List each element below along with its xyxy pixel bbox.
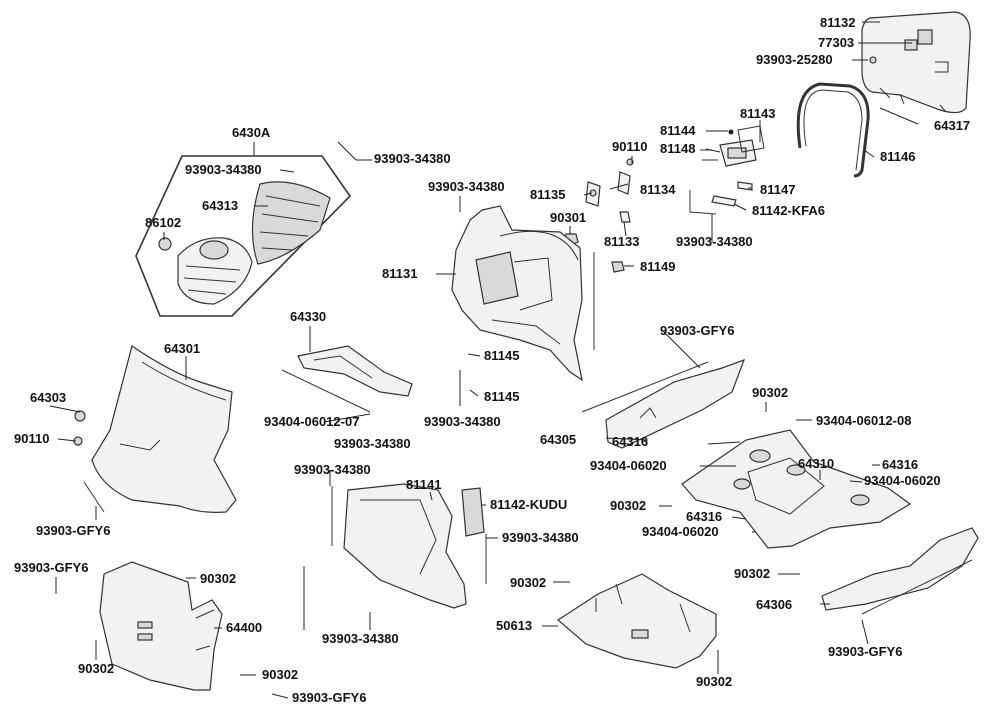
label-93903-34380-d: 93903-34380 [676,234,753,249]
label-93903-34380-i: 93903-34380 [322,631,399,646]
label-81134: 81134 [640,182,676,197]
label-93903-25280: 93903-25280 [756,52,833,67]
label-90302-h: 90302 [696,674,732,689]
label-64303: 64303 [30,390,66,405]
label-81143: 81143 [740,106,775,121]
label-93903-34380-e: 93903-34380 [424,414,501,429]
label-90302-e: 90302 [734,566,770,581]
label-90302-b: 90302 [610,498,646,513]
label-90301: 90301 [550,210,586,225]
label-90302-g: 90302 [262,667,298,682]
part-81148-latch-assembly [689,125,765,215]
label-93903-GFY6-d: 93903-GFY6 [828,644,902,659]
label-93903-GFY6-e: 93903-GFY6 [292,690,366,705]
label-81141: 81141 [406,477,441,492]
label-93404-06012-07: 93404-06012-07 [264,414,359,429]
label-50613: 50613 [496,618,532,633]
part-small-hardware-81133-81135 [563,158,634,273]
label-81144: 81144 [660,123,696,138]
label-64317: 64317 [934,118,970,133]
label-93404-06012-08: 93404-06012-08 [816,413,911,428]
label-81149: 81149 [640,259,675,274]
label-81132: 81132 [820,15,855,30]
label-81146: 81146 [880,149,915,164]
part-64306-side-rail [821,527,979,615]
part-64330-bracket [281,345,413,413]
label-81133: 81133 [604,234,639,249]
label-77303: 77303 [818,35,854,50]
part-81132-rear-panel [861,11,971,114]
label-90110-left: 90110 [14,431,49,446]
label-93903-GFY6-a: 93903-GFY6 [660,323,734,338]
label-64310: 64310 [798,456,834,471]
part-64301-front-cover [73,345,237,513]
label-90302-a: 90302 [752,385,788,400]
label-64316-c: 64316 [686,509,722,524]
label-81142-KUDU: 81142-KUDU [490,497,567,512]
part-64400-lower-cover [99,561,223,691]
label-64316-a: 64316 [612,434,648,449]
label-93903-GFY6-b: 93903-GFY6 [36,523,110,538]
label-6430A: 6430A [232,125,271,140]
label-93903-34380-h: 93903-34380 [502,530,579,545]
label-81147: 81147 [760,182,795,197]
label-64316-b: 64316 [882,457,918,472]
label-64313: 64313 [202,198,238,213]
part-labels: 81132 77303 93903-25280 81143 81144 6431… [14,15,970,705]
label-81142-KFA6: 81142-KFA6 [752,203,825,218]
part-50613-under-cover [557,573,717,669]
label-81135: 81135 [530,187,565,202]
label-93404-06020-b: 93404-06020 [864,473,941,488]
label-81148: 81148 [660,141,695,156]
label-93404-06020-c: 93404-06020 [642,524,719,539]
label-81131: 81131 [382,266,417,281]
label-93404-06020-a: 93404-06020 [590,458,667,473]
part-81141-inner-panel [331,483,487,609]
part-6430A-front-grille-box [135,155,352,317]
leader-lines [49,21,919,699]
part-64310-floor-pan [681,429,912,549]
part-81131-inner-body [451,205,595,382]
label-90302-c: 90302 [200,571,236,586]
label-93903-GFY6-c: 93903-GFY6 [14,560,88,575]
label-90110-top: 90110 [612,139,647,154]
label-93903-34380-c: 93903-34380 [428,179,505,194]
label-93903-34380-f: 93903-34380 [334,436,411,451]
label-64330: 64330 [290,309,326,324]
label-64306: 64306 [756,597,792,612]
part-64305-side-rail [581,358,746,449]
label-64305: 64305 [540,432,576,447]
label-86102: 86102 [145,215,181,230]
label-90302-d: 90302 [510,575,546,590]
label-93903-34380-b: 93903-34380 [185,162,262,177]
label-81145-b: 81145 [484,389,519,404]
label-93903-34380-g: 93903-34380 [294,462,371,477]
label-64301: 64301 [164,341,200,356]
label-93903-34380-a: 93903-34380 [374,151,451,166]
part-81146-weatherstrip [796,82,870,178]
label-90302-f: 90302 [78,661,114,676]
label-64400: 64400 [226,620,262,635]
label-81145-a: 81145 [484,348,519,363]
